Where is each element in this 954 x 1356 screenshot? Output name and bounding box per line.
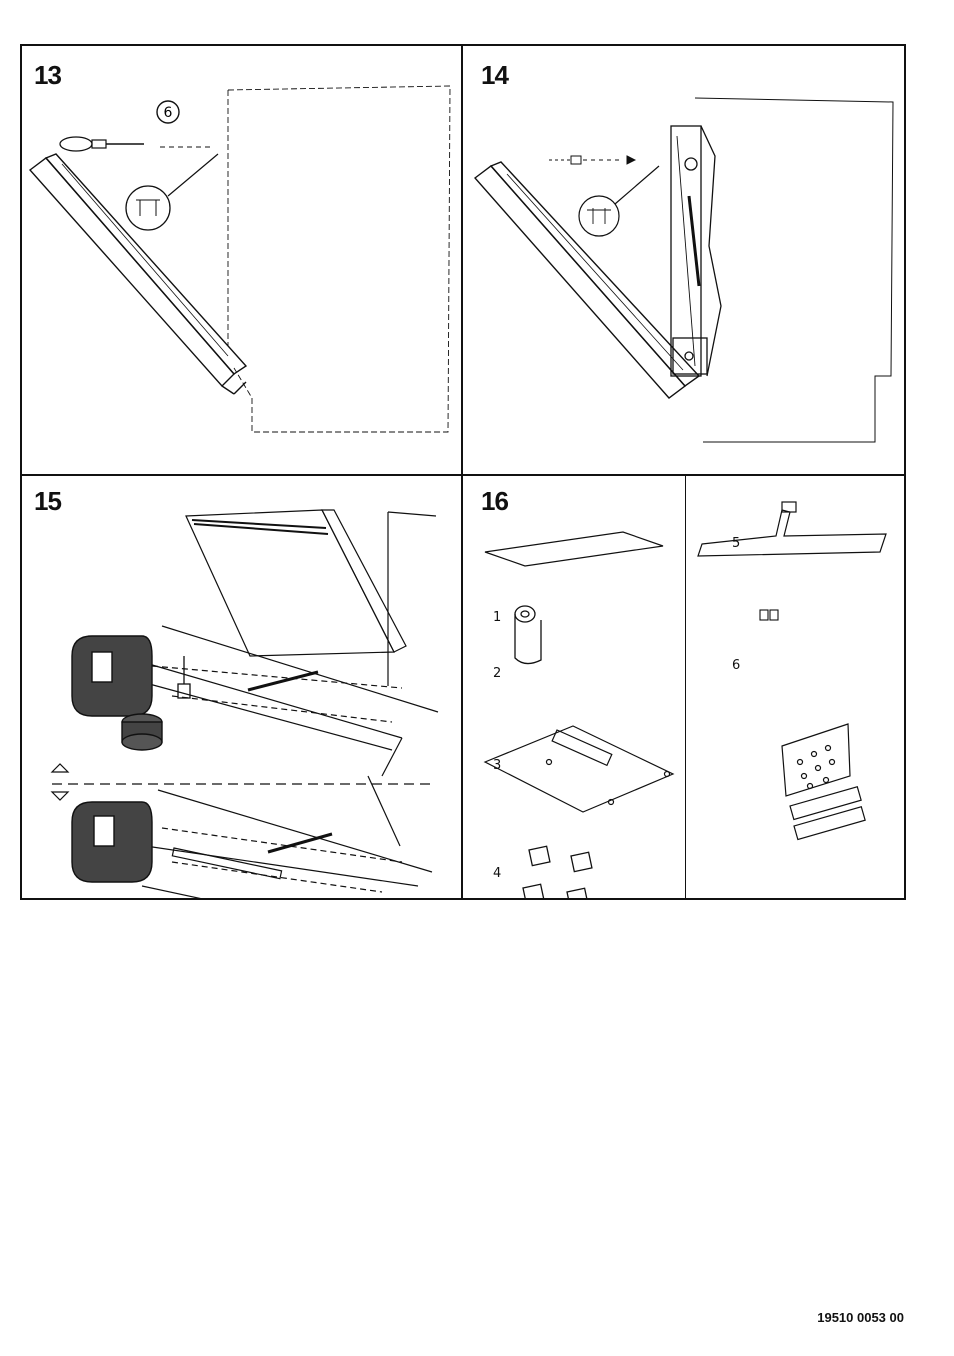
adhesive-tape-dispenser-icon	[72, 802, 152, 882]
screw-set-icon	[782, 724, 850, 796]
upper-install-scene	[142, 510, 438, 776]
step-14-illustration	[463, 46, 904, 474]
part-label-3: 3	[493, 758, 501, 773]
step-15-illustration	[22, 476, 461, 898]
door-panel-icon	[30, 154, 246, 394]
arrow-down-icon	[52, 792, 68, 800]
gasket-strips-icon	[790, 787, 865, 840]
door-panel-icon	[475, 162, 699, 398]
part-6-hinge-pins-icon	[760, 610, 778, 620]
part-label-1: 1	[493, 610, 501, 625]
part-1-plate-icon	[485, 532, 663, 566]
part-2-foil-roll-icon	[515, 606, 541, 664]
screwdriver-icon	[60, 137, 144, 151]
part-label-6: 6	[732, 658, 740, 673]
document-code: 19510 0053 00	[817, 1310, 904, 1325]
part-3-mounting-plate-icon	[485, 726, 673, 812]
hinge-mechanism-icon	[671, 126, 721, 376]
step-13-panel: 13 6	[22, 46, 461, 474]
part-label-4: 4	[493, 866, 501, 881]
step-13-callout: 6	[164, 105, 173, 121]
part-label-5: 5	[732, 536, 740, 551]
magnifier-detail-icon	[126, 154, 218, 230]
part-5-bracket-icon	[698, 502, 886, 556]
cabinet-outline-icon	[695, 98, 893, 442]
arrow-up-icon	[52, 764, 68, 772]
cabinet-outline-icon	[228, 86, 450, 432]
adhesive-tape-dispenser-icon	[72, 636, 162, 750]
step-16-parts-right-panel: 5 6	[686, 476, 904, 898]
step-16-parts-left	[463, 476, 685, 898]
lower-install-scene	[132, 776, 432, 898]
part-4-clips-icon	[523, 846, 592, 898]
step-16-panel: 16 1 2	[463, 476, 685, 898]
step-15-panel: 15	[22, 476, 461, 898]
instruction-grid: 1 3 6	[20, 44, 906, 900]
part-label-2: 2	[493, 666, 501, 681]
screw-icon	[549, 156, 635, 164]
step-16-parts-right	[686, 476, 904, 898]
step-14-panel: 14	[463, 46, 904, 474]
magnifier-detail-icon	[579, 166, 659, 236]
step-13-illustration: 6	[22, 46, 461, 474]
